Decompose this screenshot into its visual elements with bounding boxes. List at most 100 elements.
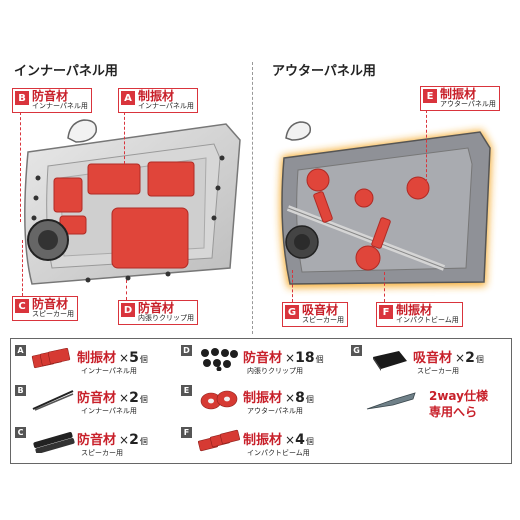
kit-item-sub: スピーカー用 — [417, 367, 459, 375]
callout-sub: インパクトビーム用 — [396, 315, 459, 324]
kit-letter: E — [181, 385, 192, 396]
callout-E-outer-damping: E 制振材アウターパネル用 — [420, 86, 500, 111]
kit-item-sub: スピーカー用 — [81, 449, 123, 457]
kit-letter: F — [181, 427, 192, 438]
kit-unit: 個 — [139, 437, 148, 446]
spatula-tool-icon — [366, 392, 416, 410]
callout-letter: C — [15, 299, 29, 313]
mirror-icon — [67, 119, 97, 143]
leader-line — [124, 112, 125, 164]
callout-name: 防音材 — [32, 297, 69, 311]
callout-name: 制振材 — [138, 89, 175, 103]
kit-item-F: F 制振材×4個 インパクトビーム用 — [177, 427, 347, 457]
kit-item-B: B 防音材×2個 インナーパネル用 — [11, 385, 177, 415]
callout-letter: A — [121, 91, 135, 105]
kit-unit: 個 — [315, 355, 324, 364]
outer-panel-title: アウターパネル用 — [272, 64, 376, 79]
outer-damping-rolls-icon — [200, 390, 238, 410]
kit-item-name: 防音材×2個 — [77, 429, 148, 448]
kit-name-text: 防音材 — [243, 351, 283, 366]
callout-D-clip-soundproof: D 防音材内張りクリップ用 — [118, 300, 198, 325]
kit-item-G: G 吸音材×2個 スピーカー用 — [347, 345, 511, 375]
callout-sub: スピーカー用 — [32, 309, 74, 318]
callout-name: 制振材 — [396, 303, 433, 317]
spatula-line2: 専用へら — [429, 405, 478, 419]
callout-sub: スピーカー用 — [302, 315, 344, 324]
kit-contents-panel: A 制振材×5個 インナーパネル用 B 防音材×2個 インナーパネル用 C 防音… — [10, 338, 512, 464]
kit-item-sub: 内張りクリップ用 — [247, 367, 303, 375]
callout-B-inner-soundproof: B 防音材インナーパネル用 — [12, 88, 92, 113]
kit-item-name: 制振材×4個 — [243, 429, 314, 448]
kit-column-1: A 制振材×5個 インナーパネル用 B 防音材×2個 インナーパネル用 C 防音… — [11, 339, 177, 463]
times-sign: × — [285, 433, 296, 447]
kit-letter: B — [15, 385, 26, 396]
kit-qty: 5 — [129, 350, 139, 366]
times-sign: × — [119, 433, 130, 447]
kit-name-text: 防音材 — [77, 391, 117, 406]
kit-item-name: 制振材×8個 — [243, 387, 314, 406]
kit-item-C: C 防音材×2個 スピーカー用 — [11, 427, 177, 457]
kit-qty: 2 — [129, 432, 139, 448]
kit-item-sub: インパクトビーム用 — [247, 449, 310, 457]
beam-damping-strips-icon — [197, 429, 241, 452]
kit-letter: G — [351, 345, 362, 356]
kit-item-name: 防音材×2個 — [77, 387, 148, 406]
leader-line — [22, 240, 23, 296]
leader-line — [292, 270, 293, 302]
leader-line — [384, 272, 385, 302]
kit-item-name: 防音材×18個 — [243, 347, 324, 366]
kit-item-name: 制振材×5個 — [77, 347, 148, 366]
leader-line — [126, 280, 127, 300]
callout-F-beam-damping: F 制振材インパクトビーム用 — [376, 302, 463, 327]
callout-name: 防音材 — [138, 301, 175, 315]
speaker-foam-icon — [33, 432, 75, 453]
kit-item-A: A 制振材×5個 インナーパネル用 — [11, 345, 177, 375]
kit-qty: 2 — [465, 350, 475, 366]
soundproof-strip-icon — [32, 390, 74, 411]
times-sign: × — [455, 351, 466, 365]
leader-line — [20, 112, 21, 222]
times-sign: × — [119, 351, 130, 365]
callout-letter: G — [285, 305, 299, 319]
kit-unit: 個 — [475, 355, 484, 364]
damping-sheet-icon — [31, 348, 71, 369]
callout-letter: D — [121, 303, 135, 317]
mirror-icon — [285, 121, 312, 141]
kit-item-name: 吸音材×2個 — [413, 347, 484, 366]
kit-item-E: E 制振材×8個 アウターパネル用 — [177, 385, 347, 415]
callout-sub: アウターパネル用 — [440, 99, 496, 108]
kit-qty: 2 — [129, 390, 139, 406]
section-divider — [252, 62, 253, 334]
inner-panel-title: インナーパネル用 — [14, 64, 118, 79]
inner-door-illustration — [24, 123, 241, 285]
callout-sub: 内張りクリップ用 — [138, 313, 194, 322]
kit-item-sub: アウターパネル用 — [247, 407, 303, 415]
callout-G-speaker-absorb: G 吸音材スピーカー用 — [282, 302, 348, 327]
times-sign: × — [119, 391, 130, 405]
spatula-line1: 2way仕様 — [429, 389, 488, 403]
times-sign: × — [285, 351, 296, 365]
kit-name-text: 制振材 — [243, 433, 283, 448]
callout-letter: E — [423, 89, 437, 103]
callout-A-inner-damping: A 制振材インナーパネル用 — [118, 88, 198, 113]
kit-item-sub: インナーパネル用 — [81, 367, 137, 375]
kit-unit: 個 — [305, 395, 314, 404]
callout-sub: インナーパネル用 — [138, 101, 194, 110]
callout-letter: F — [379, 305, 393, 319]
callout-letter: B — [15, 91, 29, 105]
absorb-pad-icon — [373, 351, 407, 371]
kit-name-text: 防音材 — [77, 433, 117, 448]
callout-name: 防音材 — [32, 89, 69, 103]
kit-column-3: G 吸音材×2個 スピーカー用 2way仕様 専用へら — [347, 339, 511, 463]
kit-name-text: 吸音材 — [413, 351, 453, 366]
kit-unit: 個 — [139, 395, 148, 404]
callout-name: 吸音材 — [302, 303, 339, 317]
kit-qty: 8 — [295, 390, 305, 406]
callout-sub: インナーパネル用 — [32, 101, 88, 110]
kit-column-2: D 防音材×18個 内張りクリップ用 E 制振材×8個 アウターパネル用 F 制… — [177, 339, 347, 463]
callout-C-speaker-soundproof: C 防音材スピーカー用 — [12, 296, 78, 321]
outer-door-illustration — [280, 130, 492, 288]
kit-letter: A — [15, 345, 26, 356]
leader-line — [426, 110, 427, 182]
kit-qty: 18 — [295, 350, 315, 366]
